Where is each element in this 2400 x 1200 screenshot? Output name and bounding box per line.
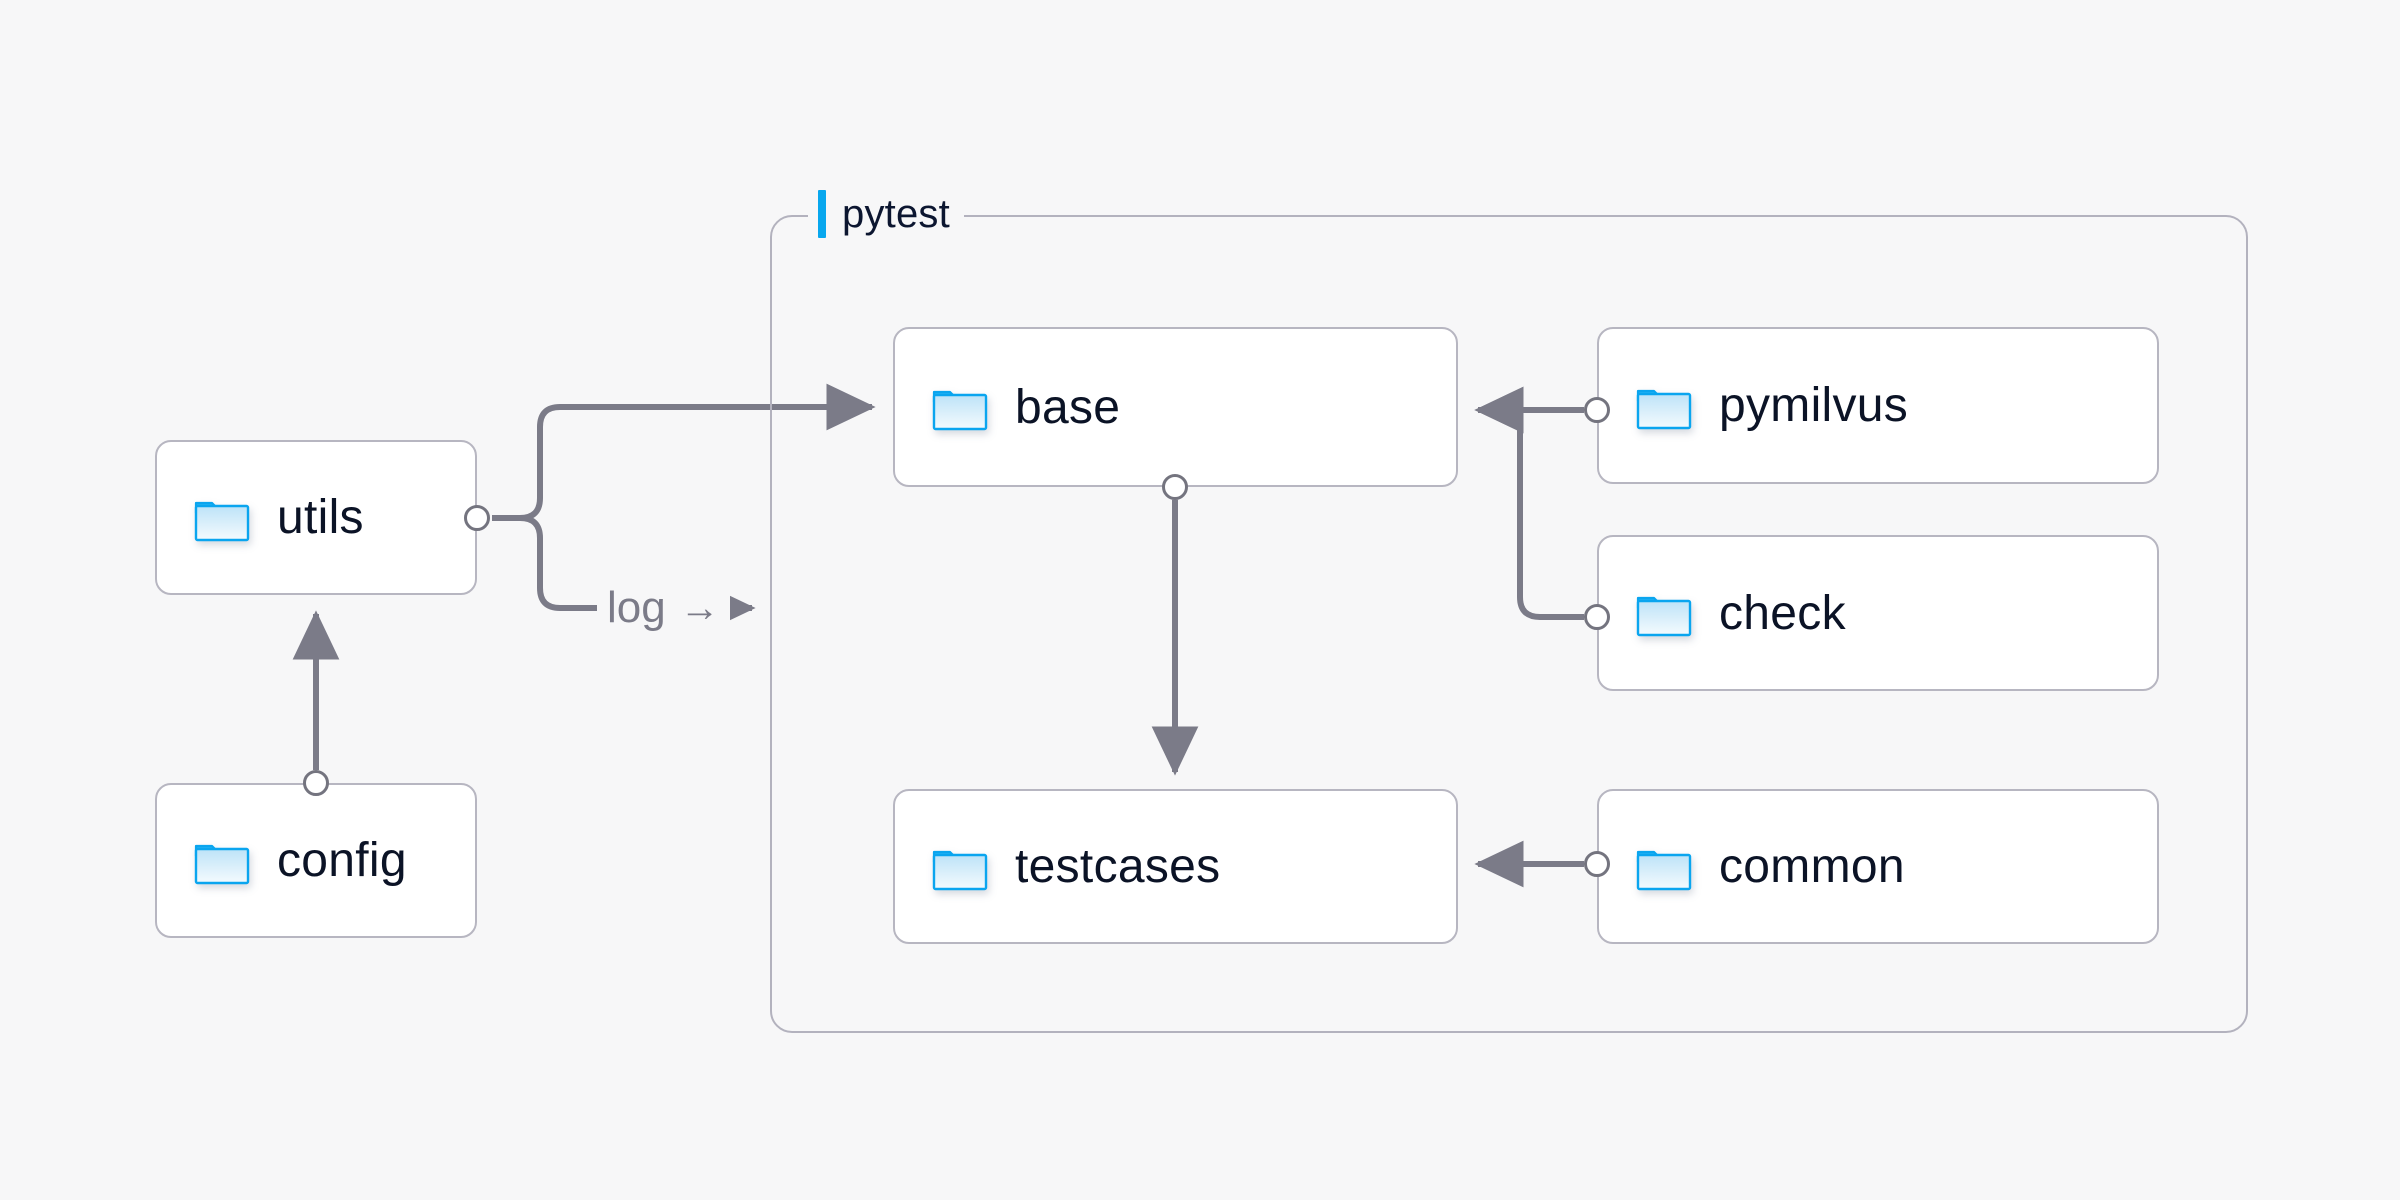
folder-icon (931, 842, 989, 892)
folder-icon (1635, 381, 1693, 431)
port-utils-right[interactable] (464, 505, 490, 531)
node-base[interactable]: base (893, 327, 1458, 487)
node-common[interactable]: common (1597, 789, 2159, 944)
node-label: utils (277, 491, 364, 544)
node-label: base (1015, 380, 1121, 434)
edge-label-log[interactable]: log → (597, 581, 730, 635)
folder-icon (931, 382, 989, 432)
port-pymilvus-left[interactable] (1584, 397, 1610, 423)
node-check[interactable]: check (1597, 535, 2159, 691)
accent-bar-icon (818, 190, 826, 238)
port-base-bottom[interactable] (1162, 474, 1188, 500)
node-utils[interactable]: utils (155, 440, 477, 595)
node-label: pymilvus (1719, 379, 1909, 432)
port-check-left[interactable] (1584, 604, 1610, 630)
folder-icon (1635, 588, 1693, 638)
node-testcases[interactable]: testcases (893, 789, 1458, 944)
port-common-left[interactable] (1584, 851, 1610, 877)
port-config-top[interactable] (303, 770, 329, 796)
folder-icon (193, 836, 251, 886)
node-pymilvus[interactable]: pymilvus (1597, 327, 2159, 484)
group-pytest[interactable] (770, 215, 2248, 1033)
group-title: pytest (842, 191, 950, 236)
edge-utils-to-log (492, 515, 597, 611)
node-config[interactable]: config (155, 783, 477, 938)
arrow-right-icon: → (679, 586, 720, 630)
node-label: check (1719, 586, 1846, 640)
node-label: testcases (1015, 840, 1221, 893)
node-label: config (277, 834, 407, 887)
folder-icon (193, 493, 251, 543)
node-label: common (1719, 840, 1905, 893)
edge-label-text: log (607, 583, 666, 632)
folder-icon (1635, 842, 1693, 892)
group-pytest-label: pytest (808, 186, 964, 242)
